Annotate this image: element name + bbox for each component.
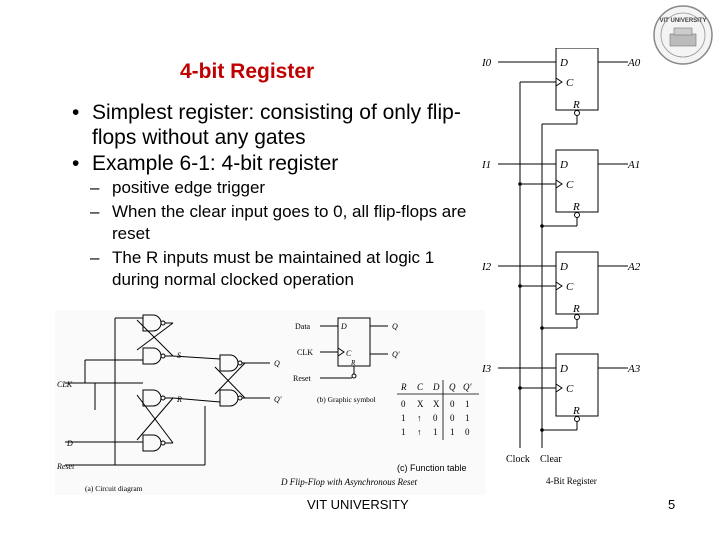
table-r1-c3: X — [433, 399, 440, 409]
table-header-d: D — [432, 382, 440, 392]
table-r3-c2: ↑ — [417, 427, 422, 437]
sub-bullet-3: The R inputs must be maintained at logic… — [72, 247, 482, 291]
slide-title: 4-bit Register — [180, 60, 315, 83]
table-caption: (c) Function table — [397, 463, 467, 473]
bullet-list: Simplest register: consisting of only fl… — [72, 100, 482, 293]
register-output-a1: A1 — [627, 159, 640, 171]
symbol-data-label: Data — [295, 322, 311, 331]
register-clock-label: Clock — [506, 454, 530, 465]
register-input-i0: I0 — [481, 57, 492, 69]
symbol-clk-label: CLK — [297, 348, 313, 357]
table-header-qbar: Q' — [463, 382, 472, 392]
sub-bullet-2: When the clear input goes to 0, all flip… — [72, 201, 482, 245]
table-r1-c5: 1 — [465, 399, 470, 409]
table-r1-c2: X — [417, 399, 424, 409]
ff3-d-pin: D — [559, 363, 568, 375]
circuit-r-label: R — [176, 395, 182, 404]
table-r1-c1: 0 — [401, 399, 406, 409]
symbol-qbar-label: Q' — [392, 350, 400, 359]
university-logo: VIT UNIVERSITY — [652, 4, 714, 71]
table-r2-c1: 1 — [401, 413, 406, 423]
ff3-c-pin: C — [566, 383, 574, 395]
ff2-c-pin: C — [566, 281, 574, 293]
ff2-d-pin: D — [559, 261, 568, 273]
register-output-a0: A0 — [627, 57, 641, 69]
ff2-r-pin: R — [572, 303, 580, 315]
table-r3-c3: 1 — [433, 427, 438, 437]
table-r2-c3: 0 — [433, 413, 438, 423]
ff1-r-pin: R — [572, 201, 580, 213]
circuit-d-label: D — [66, 439, 73, 448]
register-output-a3: A3 — [627, 363, 641, 375]
dff-figure: CLK D Reset S R Q Q' (a) Circuit diagram… — [55, 310, 485, 500]
circuit-q-label: Q — [274, 359, 280, 368]
ff0-r-pin: R — [572, 99, 580, 111]
ff0-c-pin: C — [566, 77, 574, 89]
table-r1-c4: 0 — [450, 399, 455, 409]
register-caption: 4-Bit Register — [546, 476, 597, 486]
table-r3-c5: 0 — [465, 427, 470, 437]
circuit-reset-label: Reset — [56, 462, 75, 471]
bullet-2: Example 6-1: 4-bit register — [72, 151, 482, 176]
sub-bullet-1: positive edge trigger — [72, 177, 482, 199]
register-figure: I0 I1 I2 I3 A0 A1 A2 A3 D C R D C R D C … — [478, 47, 653, 498]
bullet-1: Simplest register: consisting of only fl… — [72, 100, 482, 150]
table-header-c: C — [417, 382, 424, 392]
table-r2-c5: 1 — [465, 413, 470, 423]
symbol-r-pin: R — [350, 359, 356, 367]
dff-figure-caption: D Flip-Flop with Asynchronous Reset — [280, 477, 417, 487]
table-r3-c1: 1 — [401, 427, 406, 437]
table-header-q: Q — [449, 382, 456, 392]
circuit-qbar-label: Q' — [274, 395, 282, 404]
ff1-d-pin: D — [559, 159, 568, 171]
register-output-a2: A2 — [627, 261, 641, 273]
symbol-c-pin: C — [346, 349, 352, 358]
register-input-i2: I2 — [481, 261, 492, 273]
register-clear-label: Clear — [540, 454, 562, 465]
register-input-i1: I1 — [481, 159, 491, 171]
table-r2-c4: 0 — [450, 413, 455, 423]
logo-text: VIT UNIVERSITY — [659, 18, 706, 24]
ff1-c-pin: C — [566, 179, 574, 191]
table-header-r: R — [400, 382, 407, 392]
symbol-d-pin: D — [340, 322, 347, 331]
page-number: 5 — [668, 497, 676, 512]
ff0-d-pin: D — [559, 57, 568, 69]
register-input-i3: I3 — [481, 363, 492, 375]
symbol-reset-label: Reset — [293, 374, 312, 383]
table-r3-c4: 1 — [450, 427, 455, 437]
symbol-q-label: Q — [392, 322, 398, 331]
table-r2-c2: ↑ — [417, 413, 422, 423]
circuit-s-label: S — [177, 351, 181, 360]
circuit-clk-label: CLK — [57, 380, 73, 389]
ff3-r-pin: R — [572, 405, 580, 417]
circuit-caption: (a) Circuit diagram — [85, 484, 143, 493]
slide-footer: VIT UNIVERSITY — [307, 497, 409, 512]
symbol-caption: (b) Graphic symbol — [317, 395, 376, 404]
